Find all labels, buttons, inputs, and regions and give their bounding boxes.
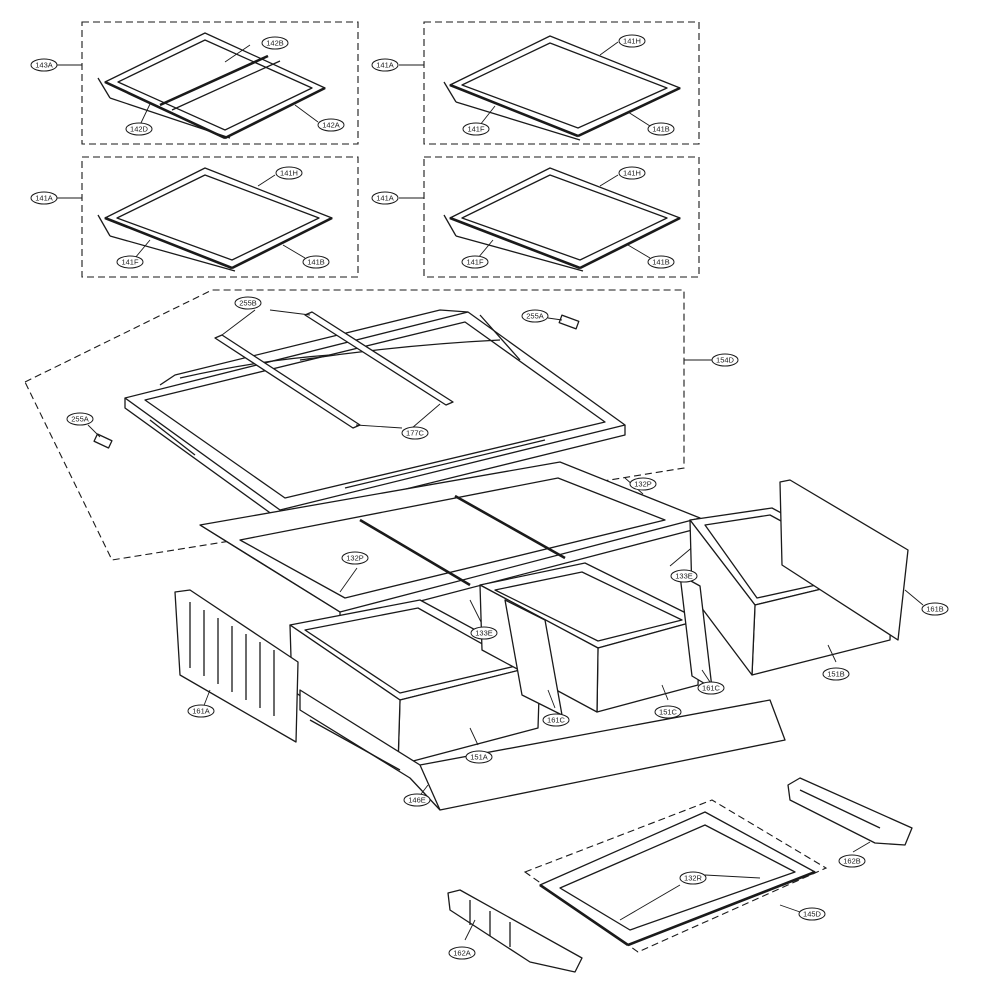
rail-bracket-162B [787,777,913,853]
callout-145D: 145D [798,907,826,921]
callout-141F-2: 141F [116,255,144,269]
callout-161C-2: 161C [542,713,570,727]
callout-132P-2: 132P [341,551,369,565]
callout-141A-3: 141A [371,191,399,205]
callout-141H-1: 141H [618,34,646,48]
svg-text:142B: 142B [266,39,284,48]
svg-text:142D: 142D [130,125,149,134]
svg-text:141A: 141A [376,61,394,70]
svg-text:132R: 132R [684,874,703,883]
callout-161C-1: 161C [697,681,725,695]
callout-141H-2: 141H [275,166,303,180]
svg-text:151B: 151B [827,670,845,679]
svg-text:161C: 161C [547,716,566,725]
callout-141A-1: 141A [371,58,399,72]
callout-255A-2: 255A [66,412,94,426]
svg-text:141F: 141F [121,258,139,267]
svg-text:255B: 255B [239,299,257,308]
svg-text:162A: 162A [453,949,471,958]
svg-text:143A: 143A [35,61,53,70]
shelf-assembly-141A-middle-right [399,156,700,278]
callout-162A: 162A [448,946,476,960]
callout-133E-2: 133E [470,626,498,640]
callout-255A-1: 255A [521,309,549,323]
svg-text:141A: 141A [376,194,394,203]
callout-142D: 142D [125,122,153,136]
svg-text:142A: 142A [322,121,340,130]
rail-bracket-162A [447,889,583,973]
callout-162B: 162B [838,854,866,868]
callout-143A: 143A [30,58,58,72]
callout-255B: 255B [234,296,262,310]
callout-142A: 142A [317,118,345,132]
svg-text:162B: 162B [843,857,861,866]
shelf-assembly-141A-middle-left [57,156,359,278]
callout-161A: 161A [187,704,215,718]
svg-text:141B: 141B [652,125,670,134]
drawer-assembly-145D [523,799,828,953]
svg-text:141H: 141H [623,37,641,46]
svg-text:141F: 141F [467,125,485,134]
callout-132R: 132R [679,871,707,885]
crisper-drawer-151A [289,599,541,766]
callout-141F-1: 141F [462,122,490,136]
svg-text:141A: 141A [35,194,53,203]
svg-text:177C: 177C [406,429,425,438]
callout-133E-1: 133E [670,569,698,583]
side-panel-161A [174,589,299,743]
side-panel-161B [779,479,924,641]
svg-text:141F: 141F [466,258,484,267]
svg-text:255A: 255A [526,312,544,321]
svg-text:132P: 132P [634,480,652,489]
callout-161B: 161B [921,602,949,616]
callout-151C: 151C [654,705,682,719]
svg-text:255A: 255A [71,415,89,424]
callout-141F-3: 141F [461,255,489,269]
svg-text:141H: 141H [623,169,641,178]
callout-151A: 151A [465,750,493,764]
svg-text:141H: 141H [280,169,298,178]
callout-154D: 154D [711,353,739,367]
callout-141B-1: 141B [647,122,675,136]
svg-text:154D: 154D [716,356,735,365]
callout-132P-1: 132P [629,477,657,491]
svg-text:146E: 146E [408,796,426,805]
svg-text:161B: 161B [926,605,944,614]
callout-142B: 142B [261,36,289,50]
svg-text:132P: 132P [346,554,364,563]
svg-text:161C: 161C [702,684,721,693]
callout-141H-3: 141H [618,166,646,180]
crisper-cover-assembly-154D [24,289,712,561]
svg-text:133E: 133E [675,572,693,581]
svg-text:145D: 145D [803,910,822,919]
svg-text:141B: 141B [307,258,325,267]
callout-177C: 177C [401,426,429,440]
svg-text:151A: 151A [470,753,488,762]
callout-146E: 146E [403,793,431,807]
callout-141B-3: 141B [647,255,675,269]
shelf-assembly-143A [57,21,359,145]
callout-141B-2: 141B [302,255,330,269]
callout-151B: 151B [822,667,850,681]
shelf-assembly-141A-top-right [399,21,700,145]
svg-text:151C: 151C [659,708,678,717]
svg-text:141B: 141B [652,258,670,267]
svg-text:133E: 133E [475,629,493,638]
svg-text:161A: 161A [192,707,210,716]
callout-141A-2: 141A [30,191,58,205]
